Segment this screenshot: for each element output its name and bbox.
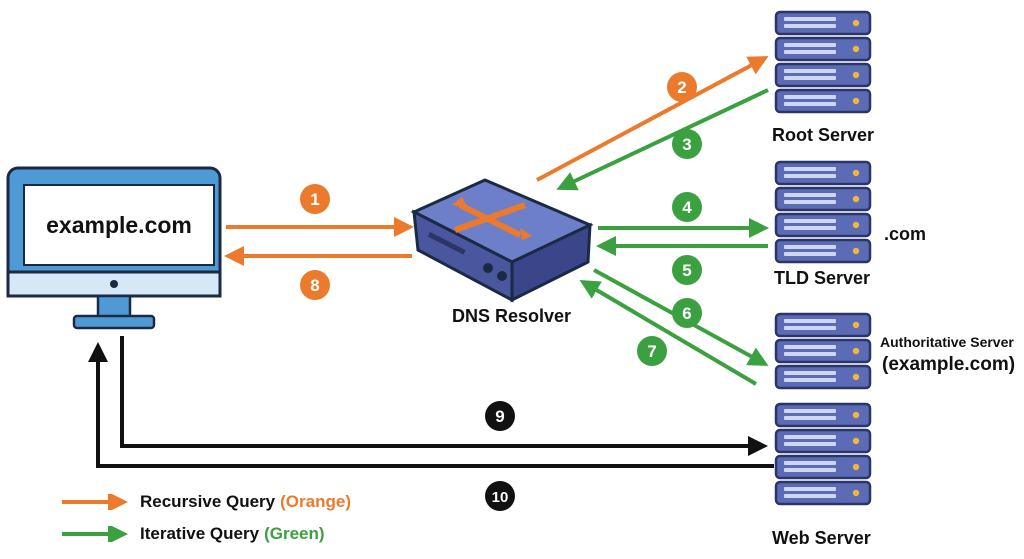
legend-iterative-label: Iterative Query (140, 524, 260, 543)
arrow-step-3 (556, 88, 769, 191)
web-server-icon (774, 402, 872, 506)
authoritative-server-label: Authoritative Server (880, 334, 1014, 350)
step-number-4: 4 (682, 198, 692, 217)
dns-resolver-label: DNS Resolver (452, 306, 572, 326)
tld-server-label: TLD Server (774, 268, 871, 288)
legend-iterative: Iterative Query (Green) (60, 524, 325, 544)
step-badge-10: 10 (485, 481, 515, 511)
arrow-step-2 (536, 56, 769, 182)
step-number-6: 6 (682, 304, 691, 323)
step-badge-1: 1 (300, 184, 330, 214)
step-number-2: 2 (677, 78, 686, 97)
tld-domain-label: .com (884, 224, 927, 244)
legend-recursive-color: (Orange) (280, 492, 351, 511)
arrow-step-7 (579, 279, 758, 386)
step-badge-3: 3 (672, 129, 702, 159)
step-number-8: 8 (310, 276, 319, 295)
web-server-label: Web Server (772, 528, 871, 548)
step-badge-6: 6 (672, 298, 702, 328)
step-badge-8: 8 (300, 270, 330, 300)
step-badge-9: 9 (485, 401, 515, 431)
dns-resolver-icon (410, 178, 594, 303)
step-badge-5: 5 (672, 255, 702, 285)
step-number-9: 9 (495, 407, 504, 426)
step-badges: 1 2 3 4 5 6 7 8 9 10 (300, 72, 702, 511)
legend-iterative-color: (Green) (264, 524, 325, 543)
root-server-label: Root Server (772, 125, 875, 145)
legend-recursive-label: Recursive Query (140, 492, 276, 511)
arrow-step-10 (88, 342, 774, 468)
step-badge-7: 7 (637, 336, 667, 366)
arrow-step-9 (120, 336, 768, 456)
step-number-5: 5 (682, 261, 691, 280)
root-server-icon (774, 10, 872, 114)
legend-recursive-arrow (62, 494, 128, 510)
step-number-3: 3 (682, 135, 691, 154)
step-number-10: 10 (492, 489, 509, 506)
legend-recursive: Recursive Query (Orange) (60, 492, 351, 512)
client-computer-icon (6, 166, 222, 330)
authoritative-server-icon (774, 312, 872, 390)
authoritative-domain-label: (example.com) (882, 354, 1016, 375)
step-badge-4: 4 (672, 192, 702, 222)
step-number-7: 7 (647, 342, 656, 361)
legend-iterative-arrow (62, 526, 128, 542)
step-badge-2: 2 (667, 72, 697, 102)
tld-server-icon (774, 160, 872, 264)
client-screen-text: example.com (46, 211, 192, 238)
step-number-1: 1 (310, 190, 319, 209)
